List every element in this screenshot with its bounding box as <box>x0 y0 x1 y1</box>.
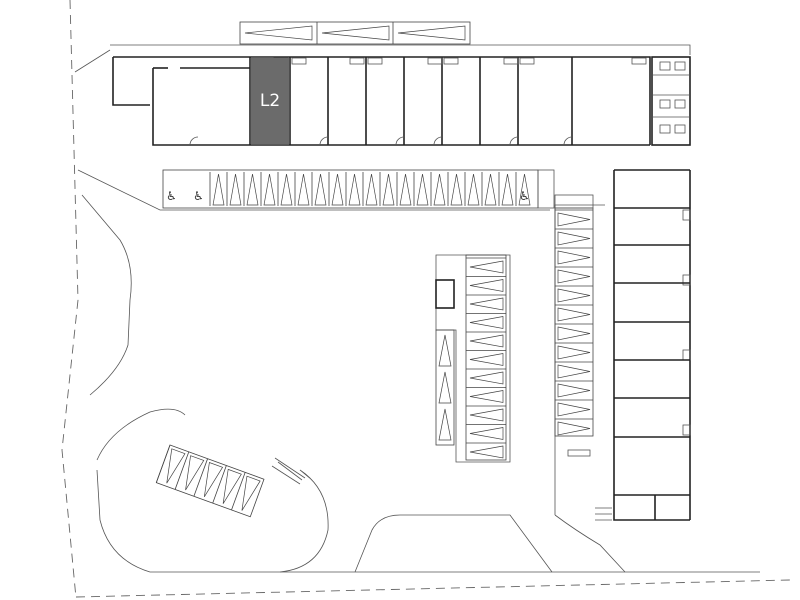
parking-stall-marker <box>212 173 225 206</box>
building-east <box>567 169 691 521</box>
parking-stall-marker <box>280 173 293 206</box>
parking-stall-marker <box>557 269 591 284</box>
southwest-angled-parking <box>155 444 265 518</box>
road-curbs <box>74 44 760 573</box>
parking-stall-marker <box>557 307 591 322</box>
parking-stall-marker <box>469 427 504 440</box>
parking-stall-marker <box>263 173 276 206</box>
parking-stall-marker <box>557 212 591 227</box>
unit-l2[interactable]: L2 <box>251 58 289 144</box>
wheelchair-icon: ♿ <box>166 189 177 203</box>
parking-stall-marker <box>365 173 378 206</box>
parking-stall-marker <box>246 173 259 206</box>
parking-stall-marker <box>438 408 452 441</box>
parking-stall-marker <box>557 231 591 246</box>
parking-stall-marker <box>438 371 452 404</box>
parking-stall-divider <box>231 472 246 511</box>
parking-stall-marker <box>557 250 591 265</box>
stairs-icon <box>271 457 306 485</box>
building-north <box>112 56 651 146</box>
parking-stall-marker <box>433 173 446 206</box>
restroom-block <box>651 56 691 146</box>
parking-stall-marker <box>501 173 514 206</box>
parking-stall-marker <box>399 173 412 206</box>
parking-stall-marker <box>229 173 242 206</box>
parking-stall-marker <box>469 408 504 422</box>
parking-stall-marker <box>484 173 497 206</box>
parking-stall-marker <box>314 173 327 206</box>
unit-l2-highlight <box>251 58 289 144</box>
parking-stall-marker <box>348 173 361 206</box>
parking-stall-marker <box>241 475 261 511</box>
parking-stall-marker <box>469 390 504 403</box>
island-bays <box>438 257 506 459</box>
parking-stall-marker <box>438 334 452 367</box>
wheelchair-icon: ♿ <box>193 189 204 203</box>
parking-stall-marker <box>469 316 504 329</box>
parking-stall-marker <box>557 402 591 417</box>
parking-stall-marker <box>557 421 591 436</box>
parking-stall-marker <box>557 364 591 379</box>
property-boundary <box>61 0 791 599</box>
parking-stall-marker <box>469 445 504 459</box>
parking-stall-divider <box>193 458 208 497</box>
parking-stall-marker <box>469 297 504 311</box>
parking-stall-marker <box>166 448 186 484</box>
parking-stall-marker <box>469 353 504 366</box>
parking-stall-marker <box>222 468 242 504</box>
north-parking-row: ♿ ♿ ♿ <box>162 169 555 209</box>
parking-stall-marker <box>382 173 395 206</box>
parking-stall-divider <box>212 465 227 504</box>
parking-stall-marker <box>469 279 504 292</box>
parking-stall-marker <box>469 334 504 348</box>
parking-stall-marker <box>416 173 429 206</box>
parking-stall-marker <box>203 462 224 498</box>
parking-stall-marker <box>469 371 504 385</box>
parking-stall-marker <box>185 455 205 491</box>
unit-l2-label: L2 <box>260 91 280 111</box>
top-parking-strip <box>239 21 471 45</box>
parking-stall-marker <box>557 326 591 341</box>
parking-stall-marker <box>557 288 591 303</box>
parking-stall-marker <box>518 173 531 206</box>
parking-stall-marker <box>297 173 310 206</box>
parking-stall-marker <box>467 173 480 206</box>
parking-stall-marker <box>557 383 591 398</box>
parking-stall-marker <box>331 173 344 206</box>
parking-stall-marker <box>469 260 504 274</box>
parking-stall-divider <box>155 444 171 483</box>
east-parking-column <box>554 194 594 437</box>
parking-stall-divider <box>174 451 190 490</box>
wheelchair-icon: ♿ <box>519 189 530 203</box>
central-island <box>435 254 511 463</box>
parking-stall-marker <box>450 173 463 206</box>
parking-stall-marker <box>557 345 591 360</box>
